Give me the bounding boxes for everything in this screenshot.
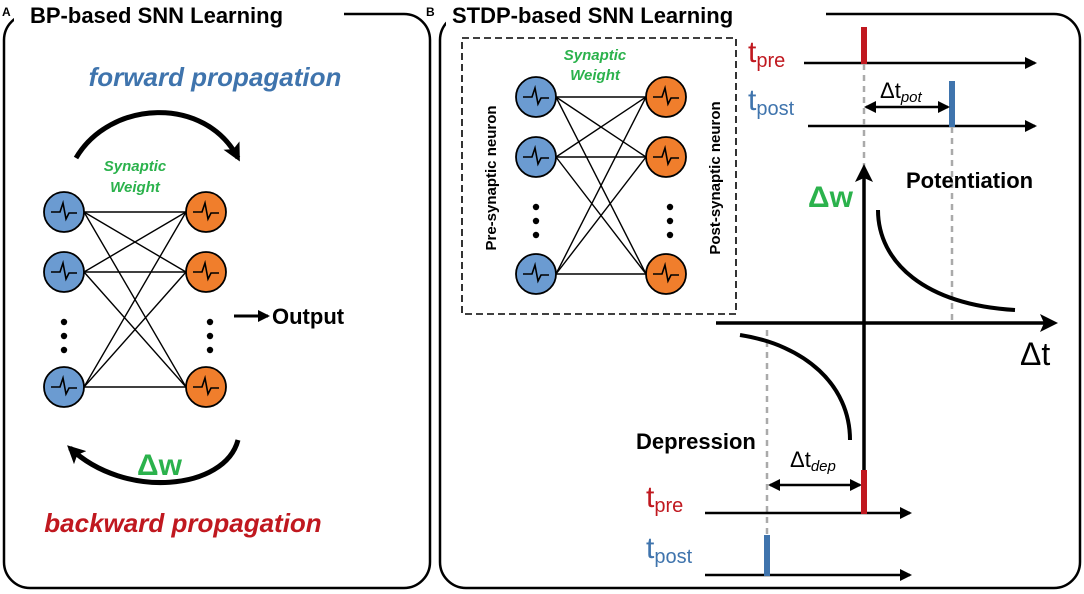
ellipsis-dots-b-right xyxy=(666,203,674,239)
panel-b-title: STDP-based SNN Learning xyxy=(452,3,733,28)
ellipsis-dots-a-left xyxy=(60,318,68,354)
panel-a-letter: A xyxy=(2,5,11,19)
panel-b: B STDP-based SNN Learning Synaptic Weigh… xyxy=(426,0,1082,590)
panel-a-title: BP-based SNN Learning xyxy=(30,3,283,28)
synaptic-weight-label-b1: Synaptic xyxy=(564,47,627,64)
pre-neuron-a-1 xyxy=(43,191,85,233)
synaptic-weight-label-b2: Weight xyxy=(570,67,621,84)
pre-neuron-b-2 xyxy=(515,136,557,178)
synaptic-weight-label-a2: Weight xyxy=(110,179,161,196)
pre-neuron-a-2 xyxy=(43,251,85,293)
potentiation-label: Potentiation xyxy=(906,168,1033,193)
backward-arrow xyxy=(67,439,241,485)
potentiation-curve xyxy=(876,209,1016,312)
delta-t-axis-label: Δt xyxy=(1020,336,1050,372)
pre-neuron-a-3 xyxy=(43,366,85,408)
backward-propagation-label: backward propagation xyxy=(44,508,321,538)
post-neuron-a-1 xyxy=(185,191,227,233)
depression-curve xyxy=(739,333,852,441)
panel-a: A BP-based SNN Learning forward propagat… xyxy=(2,0,432,590)
output-label: Output xyxy=(272,304,345,329)
panel-b-letter: B xyxy=(426,5,435,19)
network-connections-a xyxy=(83,211,187,388)
pre-neuron-b-1 xyxy=(515,76,557,118)
inset-network-box xyxy=(461,37,737,315)
forward-arrow xyxy=(73,110,241,162)
ellipsis-dots-a-right xyxy=(206,318,214,354)
synaptic-weight-label-a1: Synaptic xyxy=(104,158,167,175)
t-pre-label-bottom: tpre xyxy=(646,481,683,517)
post-neuron-b-1 xyxy=(645,76,687,118)
post-neuron-a-2 xyxy=(185,251,227,293)
delta-t-dep-label: Δtdep xyxy=(790,447,836,475)
post-neuron-b-2 xyxy=(645,136,687,178)
depression-label: Depression xyxy=(636,429,756,454)
panel-a-frame xyxy=(2,12,432,590)
network-connections-b xyxy=(555,96,647,275)
delta-t-pot-label: Δtpot xyxy=(880,78,922,106)
delta-w-label-a: Δw xyxy=(137,449,183,482)
post-neuron-a-3 xyxy=(185,366,227,408)
delta-w-axis-label: Δw xyxy=(808,181,854,214)
ellipsis-dots-b-left xyxy=(532,203,540,239)
t-pre-label-top: tpre xyxy=(748,36,785,72)
post-neuron-b-3 xyxy=(645,253,687,295)
post-synaptic-neuron-label: Post-synaptic neuron xyxy=(707,101,724,254)
t-post-label-top: tpost xyxy=(748,84,795,120)
forward-propagation-label: forward propagation xyxy=(89,62,342,92)
t-post-label-bottom: tpost xyxy=(646,532,693,568)
pre-neuron-b-3 xyxy=(515,253,557,295)
pre-synaptic-neuron-label: Pre-synaptic neuron xyxy=(483,105,500,250)
